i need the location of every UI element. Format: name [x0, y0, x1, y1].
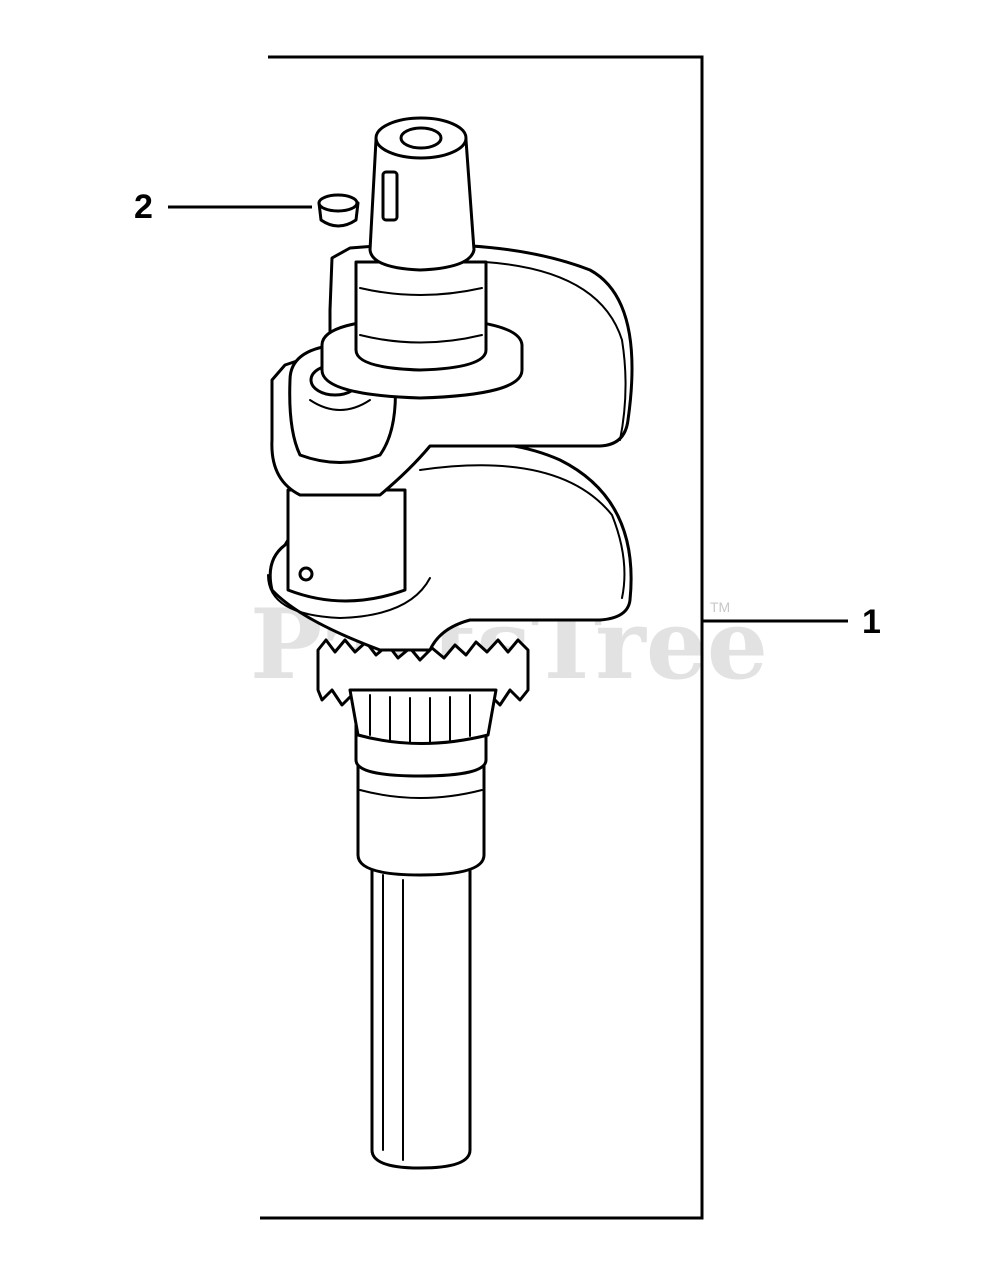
journal-ring-1 [359, 287, 483, 296]
callout-number-2: 2 [134, 188, 153, 226]
bushing-top [317, 193, 359, 213]
upper-web-arc [309, 399, 371, 411]
shaft-center-hole [399, 126, 443, 150]
collar-edge-line [359, 789, 483, 799]
lower-counterweight-edge [419, 464, 626, 599]
journal-ring-2 [359, 334, 483, 344]
assembly-bracket [260, 55, 704, 1220]
crank-pin [286, 488, 407, 603]
oil-hole [298, 566, 314, 582]
output-shaft [370, 860, 472, 1170]
bushing-part[interactable] [317, 193, 360, 228]
watermark-trademark: TM [710, 599, 730, 615]
gear-front-face [348, 688, 498, 745]
shaft-collar [356, 758, 486, 877]
main-journal [354, 260, 488, 372]
shaft-keyway [381, 170, 399, 222]
gear-teeth-lines [369, 694, 471, 743]
callout-number-1: 1 [862, 603, 881, 641]
callout-1[interactable]: 1 [702, 603, 881, 641]
upper-counterweight-edge [484, 261, 627, 441]
crankshaft-part[interactable] [267, 116, 634, 1170]
crank-pin-base [267, 574, 431, 619]
callout-2[interactable]: 2 [134, 188, 312, 226]
bracket-line [260, 55, 704, 1220]
